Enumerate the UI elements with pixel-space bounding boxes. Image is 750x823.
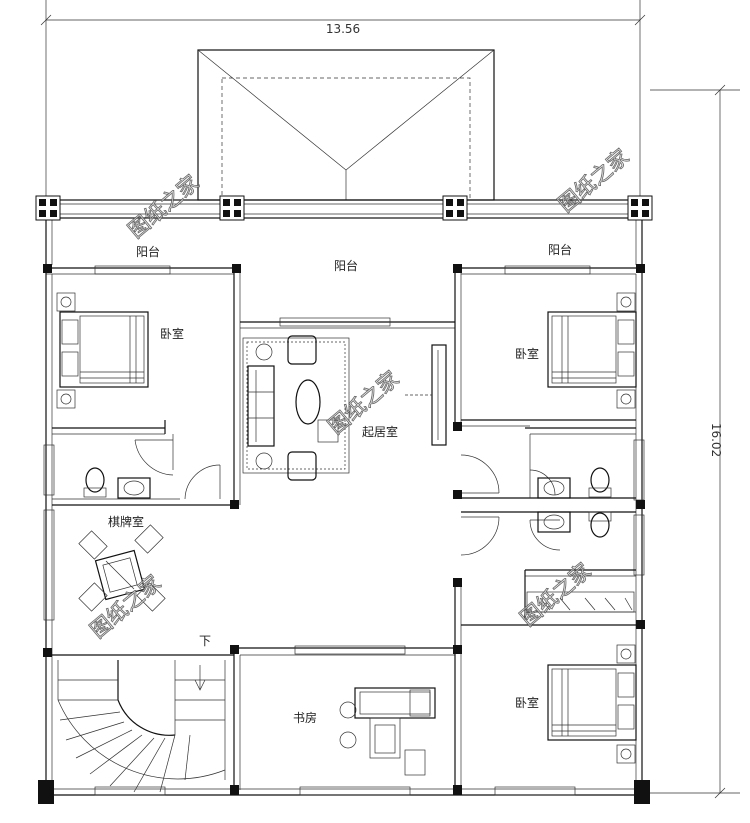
- watermark: 图纸之家: [124, 170, 204, 242]
- card-table: [78, 524, 166, 612]
- label-study: 书房: [293, 710, 317, 725]
- bathroom-right-fixtures: [537, 467, 612, 538]
- living-room-furniture: [242, 335, 447, 481]
- watermark: 图纸之家: [516, 558, 596, 630]
- exterior-walls: [43, 265, 645, 796]
- label-bedroom-left: 卧室: [160, 326, 184, 341]
- label-balcony-center: 阳台: [334, 258, 358, 273]
- roof-outline: [197, 49, 495, 201]
- label-bedroom-right-bottom: 卧室: [515, 695, 539, 710]
- bathroom-left-fixtures: [83, 467, 151, 499]
- bed-left: [56, 292, 149, 409]
- balcony-columns: [35, 195, 653, 221]
- height-dimension: 16.02: [709, 423, 723, 457]
- label-bedroom-right-top: 卧室: [515, 346, 539, 361]
- dimension-lines: [40, 0, 740, 799]
- study-desk: [339, 687, 436, 776]
- label-living-room: 起居室: [362, 424, 398, 439]
- width-dimension: 13.56: [326, 22, 360, 36]
- label-balcony-right: 阳台: [548, 242, 572, 257]
- structural-columns: [38, 264, 650, 804]
- wardrobe: [526, 591, 635, 613]
- bed-right-top: [547, 292, 637, 409]
- staircase: [57, 660, 226, 793]
- watermark: 图纸之家: [86, 570, 166, 642]
- bed-right-bottom: [547, 644, 637, 764]
- watermark: 图纸之家: [554, 144, 634, 216]
- label-balcony-left: 阳台: [136, 244, 160, 259]
- label-stair-down: 下: [199, 634, 211, 648]
- label-card-room: 棋牌室: [108, 514, 144, 529]
